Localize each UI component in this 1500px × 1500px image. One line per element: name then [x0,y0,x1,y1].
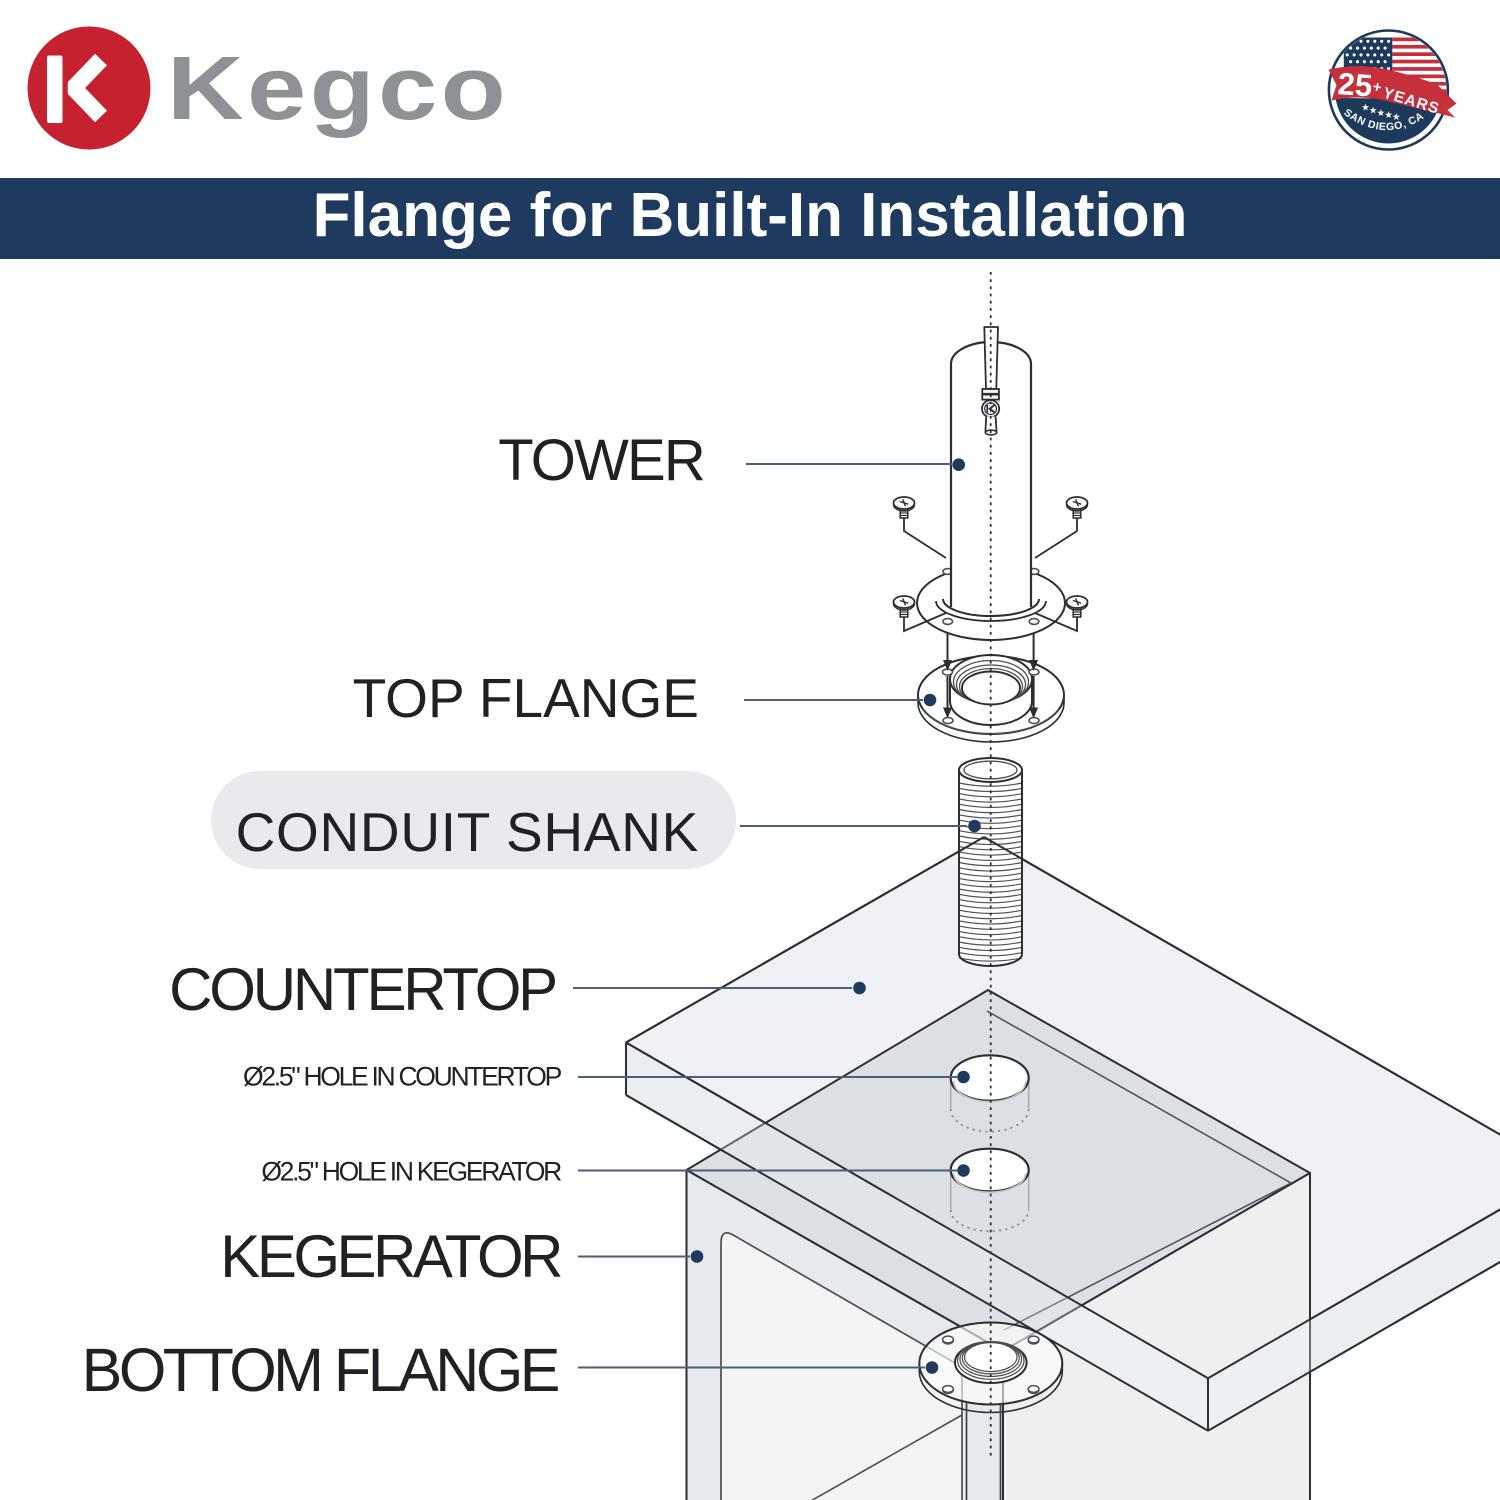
svg-text:Flange for Built-In Installati: Flange for Built-In Installation [313,181,1188,250]
svg-text:★: ★ [1392,112,1401,123]
svg-text:KEGERATOR: KEGERATOR [220,1223,561,1290]
svg-text:+: + [1371,78,1383,96]
svg-text:Kegco: Kegco [167,38,509,139]
svg-text:TOP FLANGE: TOP FLANGE [353,667,699,729]
svg-text:Ø2.5" HOLE IN KEGERATOR: Ø2.5" HOLE IN KEGERATOR [261,1157,561,1187]
svg-text:★: ★ [1361,103,1370,114]
svg-text:BOTTOM FLANGE: BOTTOM FLANGE [82,1336,559,1404]
svg-text:★: ★ [1384,110,1393,121]
svg-text:COUNTERTOP: COUNTERTOP [169,956,555,1023]
svg-text:★: ★ [1377,108,1386,119]
svg-text:★: ★ [1369,105,1378,116]
svg-text:Ø2.5" HOLE IN COUNTERTOP: Ø2.5" HOLE IN COUNTERTOP [243,1062,562,1092]
svg-text:CONDUIT SHANK: CONDUIT SHANK [236,801,699,863]
svg-text:TOWER: TOWER [498,428,704,493]
svg-text:25: 25 [1337,66,1374,103]
